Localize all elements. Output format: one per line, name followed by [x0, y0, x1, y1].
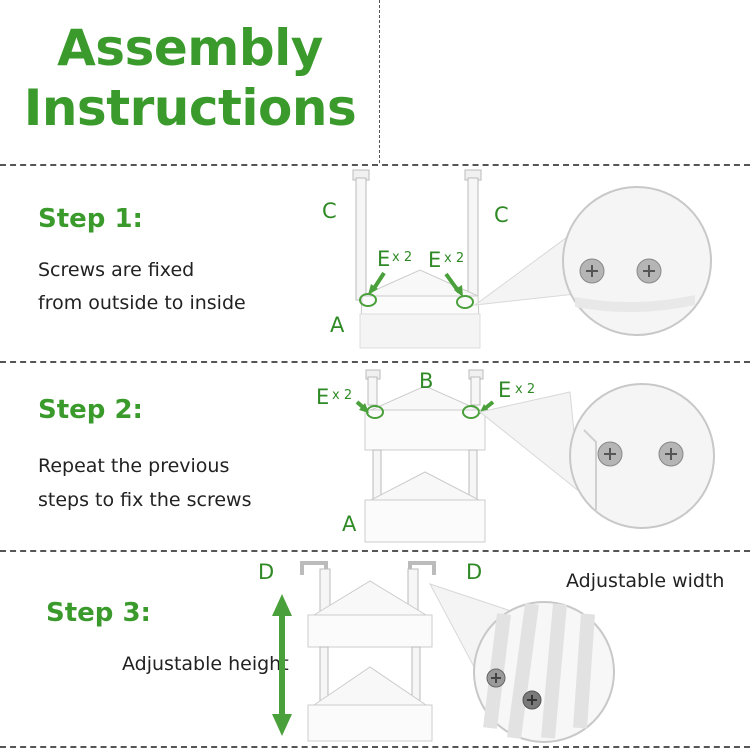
section-divider-bottom	[0, 746, 750, 748]
section-divider-3	[0, 550, 750, 552]
step1-label-c-right: C	[494, 203, 509, 227]
step2-label-e-right: E	[498, 378, 512, 402]
step1-title: Step 1:	[38, 204, 143, 234]
step1-shelf-illustration	[352, 169, 482, 349]
page-title-line1: Assembly	[57, 19, 323, 77]
step2-screw-zoom	[478, 383, 715, 529]
section-divider-1	[0, 164, 750, 166]
step1-description-line2: from outside to inside	[38, 292, 246, 314]
step2-label-e-left: E	[316, 385, 330, 409]
step2-title: Step 2:	[38, 395, 143, 425]
step2-label-a: A	[342, 512, 357, 536]
step3-label-d-right: D	[466, 560, 483, 584]
step3-adjustable-height-label: Adjustable height	[122, 653, 289, 675]
step1-label-e-left-count: x 2	[392, 250, 413, 265]
step1-label-e-left: E	[377, 247, 391, 271]
step2-label-e-right-count: x 2	[515, 382, 536, 397]
step3-label-d-left: D	[258, 560, 275, 584]
step1-label-c-left: C	[322, 199, 337, 223]
step1-label-a: A	[330, 313, 345, 337]
step2-shelf-illustration	[355, 369, 495, 543]
step2-description-line1: Repeat the previous	[38, 455, 230, 477]
step1-label-e-right-count: x 2	[444, 251, 465, 266]
section-divider-2	[0, 361, 750, 363]
step1-description-line1: Screws are fixed	[38, 259, 195, 281]
step1-screw-zoom	[473, 186, 712, 336]
step3-height-arrow-icon	[272, 594, 292, 736]
step3-shelf-illustration	[300, 561, 436, 742]
step3-title: Step 3:	[46, 598, 151, 628]
step3-adjustable-width-label: Adjustable width	[566, 570, 725, 592]
step2-label-b: B	[419, 369, 434, 393]
step3-width-adjust-zoom	[428, 583, 615, 743]
page-title-line2: Instructions	[23, 79, 357, 137]
step1-label-e-right: E	[428, 248, 442, 272]
step2-label-e-left-count: x 2	[332, 388, 353, 403]
header-divider-vertical	[379, 0, 380, 163]
step2-description-line2: steps to fix the screws	[38, 489, 252, 511]
